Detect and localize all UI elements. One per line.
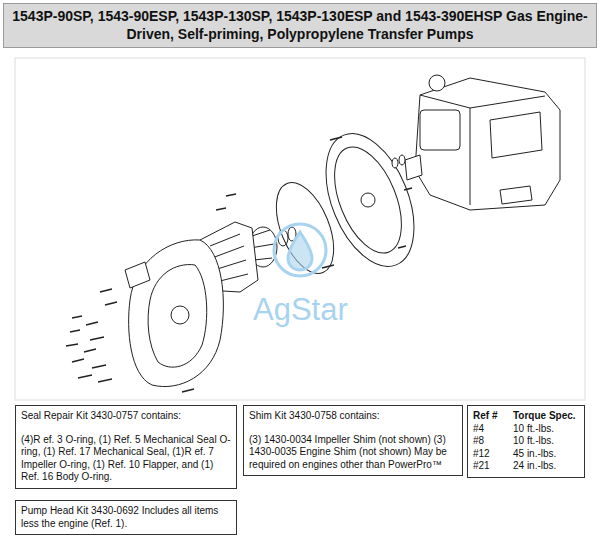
table-cell: 45 in.-lbs.	[513, 448, 579, 461]
box-text: Pump Head Kit 3430-0692 Includes all ite…	[21, 505, 231, 530]
table-cell: 24 in.-lbs.	[513, 460, 579, 473]
torque-table: Ref # Torque Spec. #4 10 ft.-lbs. #8 10 ft.-l…	[467, 405, 585, 478]
torque-grid: Ref # Torque Spec. #4 10 ft.-lbs. #8 10 ft.-l…	[473, 410, 579, 473]
table-cell: 10 ft.-lbs.	[513, 423, 579, 436]
table-cell: #12	[473, 448, 509, 461]
watermark-text: AgStar	[253, 293, 348, 327]
kit-heading: Shim Kit 3430-0758 contains:	[249, 410, 457, 423]
kit-box: Seal Repair Kit 3430-0757 contains: (4)R …	[15, 405, 237, 489]
table-cell: #8	[473, 435, 509, 448]
table-cell: #4	[473, 423, 509, 436]
kit-box: Pump Head Kit 3430-0692 Includes all ite…	[15, 500, 237, 535]
title-band: 1543P-90SP, 1543-90ESP, 1543P-130SP, 154…	[3, 3, 597, 48]
box-text: (3) 1430-0034 Impeller Shim (not shown) …	[249, 434, 457, 472]
kit-box: Shim Kit 3430-0758 contains: (3) 1430-003…	[243, 405, 463, 476]
box-text: (4)R ef. 3 O-ring, (1) Ref. 5 Mechanical…	[21, 434, 231, 484]
table-header: Ref #	[473, 410, 509, 423]
table-cell: 10 ft.-lbs.	[513, 435, 579, 448]
kit-heading: Seal Repair Kit 3430-0757 contains:	[21, 410, 231, 423]
title-text: 1543P-90SP, 1543-90ESP, 1543P-130SP, 154…	[8, 7, 592, 43]
table-header: Torque Spec.	[513, 410, 579, 423]
table-cell: #21	[473, 460, 509, 473]
